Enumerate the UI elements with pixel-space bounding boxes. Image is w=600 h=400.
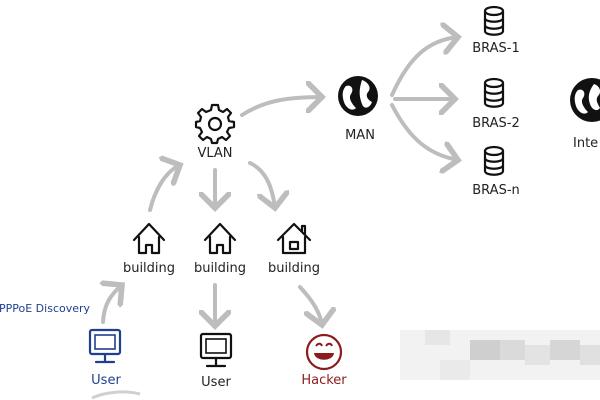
globe-icon [570,78,600,122]
man-node: MAN [338,76,378,143]
internet-node: Inte [570,78,600,151]
internet-label: Inte [573,136,598,151]
man-label: MAN [345,128,375,143]
bras1-label: BRAS-1 [472,41,520,56]
arrow-vlan-to-building3 [248,161,275,208]
arrow-man-to-bras1 [390,37,458,97]
arrow-user1-to-building1 [103,285,122,324]
house-icon [132,222,166,255]
database-icon [483,77,505,108]
brasn-label: BRAS-n [472,183,520,198]
user1-label: User [91,373,121,388]
arrow-building3-to-hacker [298,285,322,325]
arrow-fragment [91,390,141,400]
globe-icon [338,76,378,116]
arrow-vlan-to-man [240,97,322,117]
gear-icon [194,103,236,145]
user2-label: User [201,375,231,390]
building3-node: building [268,222,320,276]
house-icon [276,222,312,255]
monitor-icon [199,332,233,368]
database-icon [483,5,505,36]
building2-label: building [194,261,246,276]
monitor-icon [88,328,122,364]
arrow-man-to-brasn [390,103,458,160]
building1-node: building [123,222,175,276]
hacker-label: Hacker [301,373,347,388]
vlan-label: VLAN [197,146,232,161]
building2-node: building [194,222,246,276]
user1-node: User [88,328,122,388]
connection-arrows [91,37,458,400]
smiley-face-icon [305,333,343,371]
arrow-building1-to-vlan [148,165,180,212]
vlan-node: VLAN [194,103,236,161]
bras1-node: BRAS-1 [472,5,520,56]
brasn-node: BRAS-n [472,145,520,198]
bras2-node: BRAS-2 [472,77,520,131]
user2-node: User [199,332,233,390]
bras2-label: BRAS-2 [472,116,520,131]
hacker-node: Hacker [301,333,347,388]
house-icon [203,222,237,255]
database-icon [483,145,505,176]
building1-label: building [123,261,175,276]
building3-label: building [268,261,320,276]
pixelated-watermark [400,330,600,380]
pppoe-discovery-annotation: PPPoE Discovery [0,302,91,315]
